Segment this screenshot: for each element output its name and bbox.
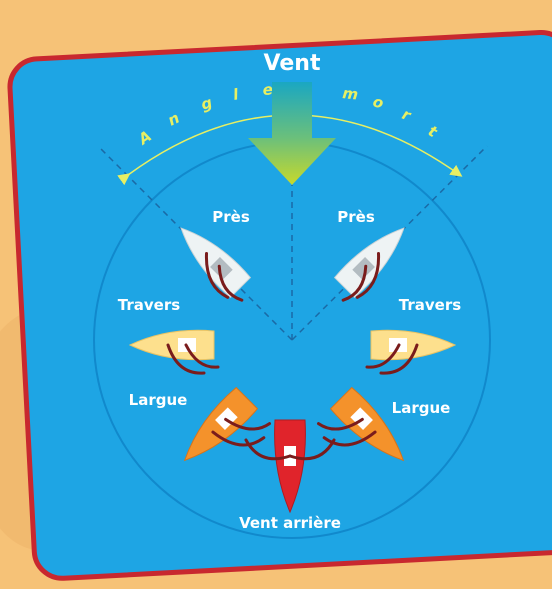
label-travers-left: Travers bbox=[118, 296, 180, 314]
dead-angle-letter: m bbox=[342, 84, 359, 104]
label-pres-left: Près bbox=[212, 208, 250, 226]
label-largue-left: Largue bbox=[129, 391, 188, 409]
label-vent-arriere: Vent arrière bbox=[239, 514, 341, 532]
label-largue-right: Largue bbox=[392, 399, 451, 417]
label-pres-right: Près bbox=[337, 208, 375, 226]
dead-angle-letter: e bbox=[262, 80, 273, 99]
label-travers-right: Travers bbox=[399, 296, 461, 314]
wind-title: Vent bbox=[264, 51, 321, 76]
